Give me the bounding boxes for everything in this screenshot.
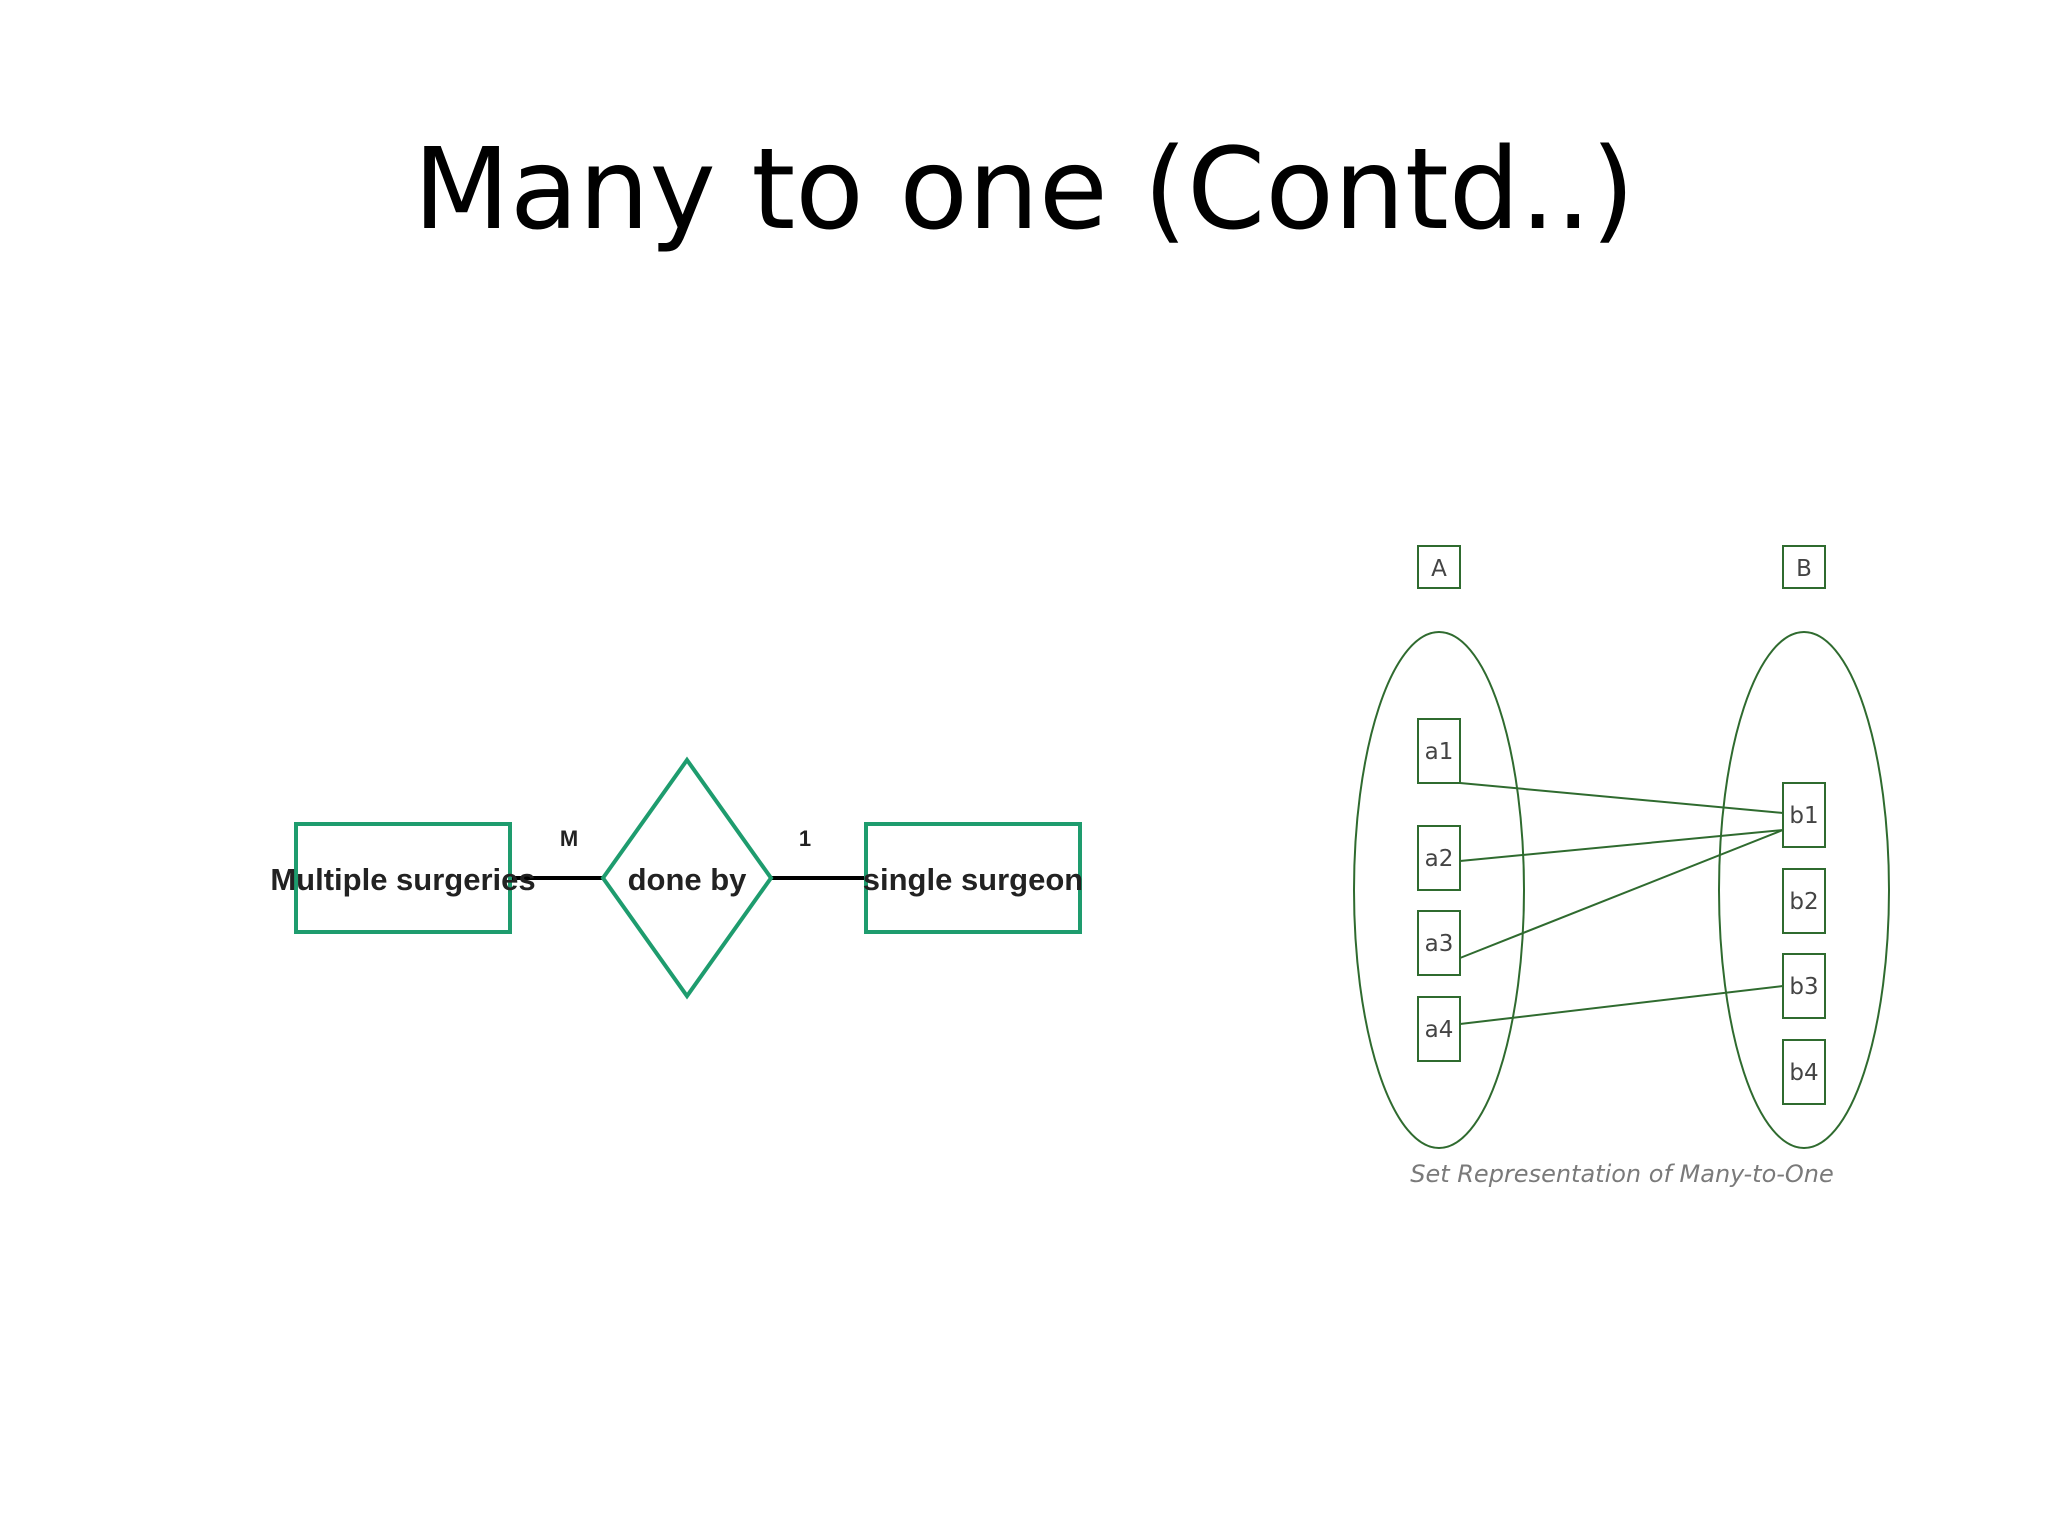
set-b-label-box (1782, 545, 1826, 589)
slide-title: Many to one (Contd..) (413, 125, 1635, 255)
set-b-item: b2 (1789, 889, 1818, 915)
entity-multiple-surgeries-label: Multiple surgeries (270, 862, 535, 897)
set-a-item-box (1417, 996, 1461, 1062)
mapping-a3-b1 (1459, 829, 1784, 959)
set-a-item: a4 (1425, 1017, 1454, 1043)
relationship-done-by (600, 756, 774, 1000)
cardinality-many: M (560, 826, 578, 851)
set-a-label: A (1431, 556, 1447, 582)
relationship-done-by-label: done by (628, 862, 748, 897)
set-b-item: b3 (1789, 974, 1818, 1000)
set-b-item-box (1782, 1039, 1826, 1105)
set-diagram-caption: Set Representation of Many-to-One (1410, 1160, 1834, 1188)
set-a-item-box (1417, 825, 1461, 891)
set-a-label-box (1417, 545, 1461, 589)
mapping-a1-b1 (1459, 782, 1784, 814)
set-b-ellipse (1718, 631, 1890, 1149)
entity-single-surgeon (864, 822, 1082, 934)
entity-single-surgeon-label: single surgeon (863, 862, 1083, 897)
set-b-item: b4 (1789, 1060, 1818, 1086)
mapping-a4-b3 (1459, 985, 1784, 1025)
entity-multiple-surgeries (294, 822, 512, 934)
set-a-item: a3 (1425, 931, 1454, 957)
set-b-item-box (1782, 782, 1826, 848)
er-diagram: Multiple surgeries done by single surgeo… (270, 756, 1083, 1000)
set-a-item-box (1417, 910, 1461, 976)
cardinality-one: 1 (799, 826, 811, 851)
set-b-item-box (1782, 953, 1826, 1019)
set-a-item: a2 (1425, 846, 1454, 872)
set-b-label: B (1796, 556, 1812, 582)
set-a-item-box (1417, 718, 1461, 784)
set-b-item: b1 (1789, 803, 1818, 829)
set-a-item: a1 (1425, 739, 1454, 765)
set-diagram: A B a1 a2 a3 a4 b1 b2 b3 b4 Set Represen… (1353, 545, 1890, 1188)
mapping-a2-b1 (1459, 829, 1784, 862)
set-b-item-box (1782, 868, 1826, 934)
set-a-ellipse (1353, 631, 1525, 1149)
